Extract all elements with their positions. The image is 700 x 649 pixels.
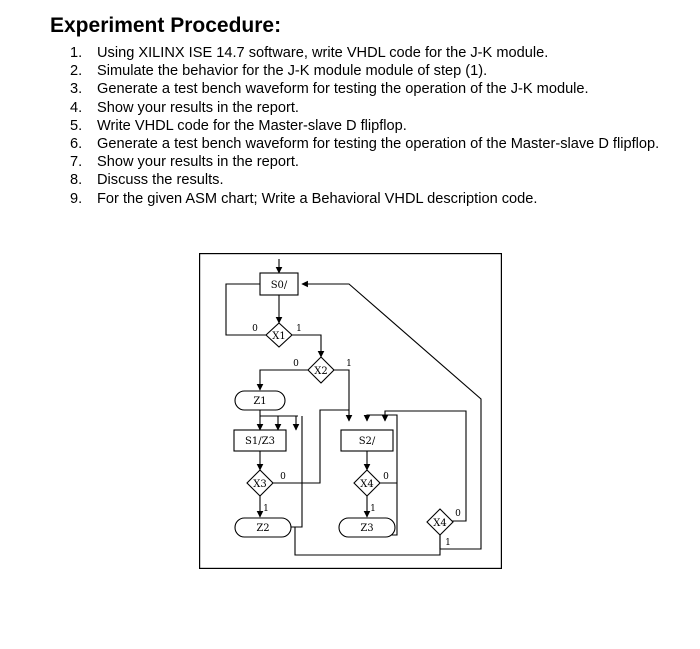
output-oval-z2	[234, 517, 292, 538]
branch-label-x3-1: 1	[263, 504, 269, 514]
decision-label-x3: X3	[253, 479, 266, 490]
procedure-step: 6. Generate a test bench waveform for tes…	[70, 135, 695, 153]
chart-frame	[199, 253, 502, 569]
step-number: 9.	[70, 190, 83, 207]
procedure-step: 1. Using XILINX ISE 14.7 software, write …	[70, 44, 695, 62]
branch-label-x4-upper-1: 1	[370, 504, 376, 514]
output-oval-z1	[234, 390, 286, 411]
step-text: Simulate the behavior for the J-K module…	[97, 63, 488, 80]
step-text: Discuss the results.	[97, 172, 224, 189]
procedure-step: 3. Generate a test bench waveform for tes…	[70, 80, 695, 98]
page-title: Experiment Procedure:	[50, 14, 282, 37]
step-number: 1.	[70, 45, 83, 61]
step-number: 7.	[70, 154, 83, 171]
output-label-z2: Z2	[256, 523, 269, 534]
step-number: 3.	[70, 81, 83, 98]
decision-label-x1: X1	[272, 331, 285, 342]
procedure-step: 2. Simulate the behavior for the J-K modu…	[70, 62, 695, 80]
procedure-step: 5. Write VHDL code for the Master-slave D…	[70, 117, 695, 135]
decision-x1	[265, 322, 293, 348]
branch-label-x4-lower-1: 1	[445, 538, 451, 548]
decision-label-x4-lower: X4	[433, 518, 446, 529]
branch-label-x3-0: 0	[280, 472, 286, 482]
step-number: 8.	[70, 172, 83, 189]
decision-x4-upper	[353, 469, 381, 497]
step-text: For the given ASM chart; Write a Behavio…	[97, 190, 538, 207]
branch-label-x1-1: 1	[296, 324, 302, 334]
step-number: 2.	[70, 63, 83, 80]
branch-label-x1-0: 0	[252, 324, 258, 334]
output-label-z1: Z1	[253, 396, 266, 407]
step-text: Generate a test bench waveform for testi…	[97, 81, 589, 98]
decision-label-x4-upper: X4	[360, 479, 373, 490]
output-oval-z3	[338, 517, 396, 538]
asm-chart-drawing: S0/ S1/Z3 S2/ X1 X2 X3 X4 X4 Z1 Z2 Z3 0 …	[199, 253, 502, 569]
state-box-s0	[259, 272, 299, 296]
step-text: Show your results in the report.	[97, 99, 299, 116]
procedure-step: 8. Discuss the results.	[70, 171, 695, 189]
procedure-step: 4. Show your results in the report.	[70, 99, 695, 117]
branch-label-x4-upper-0: 0	[383, 472, 389, 482]
chart-connections	[225, 259, 482, 556]
step-number: 6.	[70, 136, 83, 153]
output-label-z3: Z3	[360, 523, 373, 534]
state-box-s2	[340, 429, 394, 452]
asm-chart: S0/ S1/Z3 S2/ X1 X2 X3 X4 X4 Z1 Z2 Z3 0 …	[199, 253, 502, 569]
step-text: Generate a test bench waveform for testi…	[97, 136, 660, 153]
step-text: Show your results in the report.	[97, 154, 299, 171]
branch-label-x4-lower-0: 0	[455, 509, 461, 519]
procedure-list: 1. Using XILINX ISE 14.7 software, write …	[70, 44, 695, 208]
decision-x4-lower	[426, 508, 454, 536]
state-label-s1: S1/Z3	[245, 436, 275, 447]
step-text: Write VHDL code for the Master-slave D f…	[97, 117, 407, 134]
branch-label-x2-0: 0	[293, 359, 299, 369]
procedure-step: 9. For the given ASM chart; Write a Behav…	[70, 190, 695, 208]
state-label-s2: S2/	[359, 436, 376, 447]
state-box-s1	[233, 429, 287, 452]
step-text: Using XILINX ISE 14.7 software, write VH…	[97, 45, 549, 61]
decision-x3	[246, 469, 274, 497]
decision-x2	[307, 356, 335, 384]
decision-label-x2: X2	[314, 366, 327, 377]
state-label-s0: S0/	[271, 280, 288, 291]
step-number: 4.	[70, 99, 83, 116]
procedure-step: 7. Show your results in the report.	[70, 153, 695, 171]
branch-label-x2-1: 1	[346, 359, 352, 369]
step-number: 5.	[70, 117, 83, 134]
